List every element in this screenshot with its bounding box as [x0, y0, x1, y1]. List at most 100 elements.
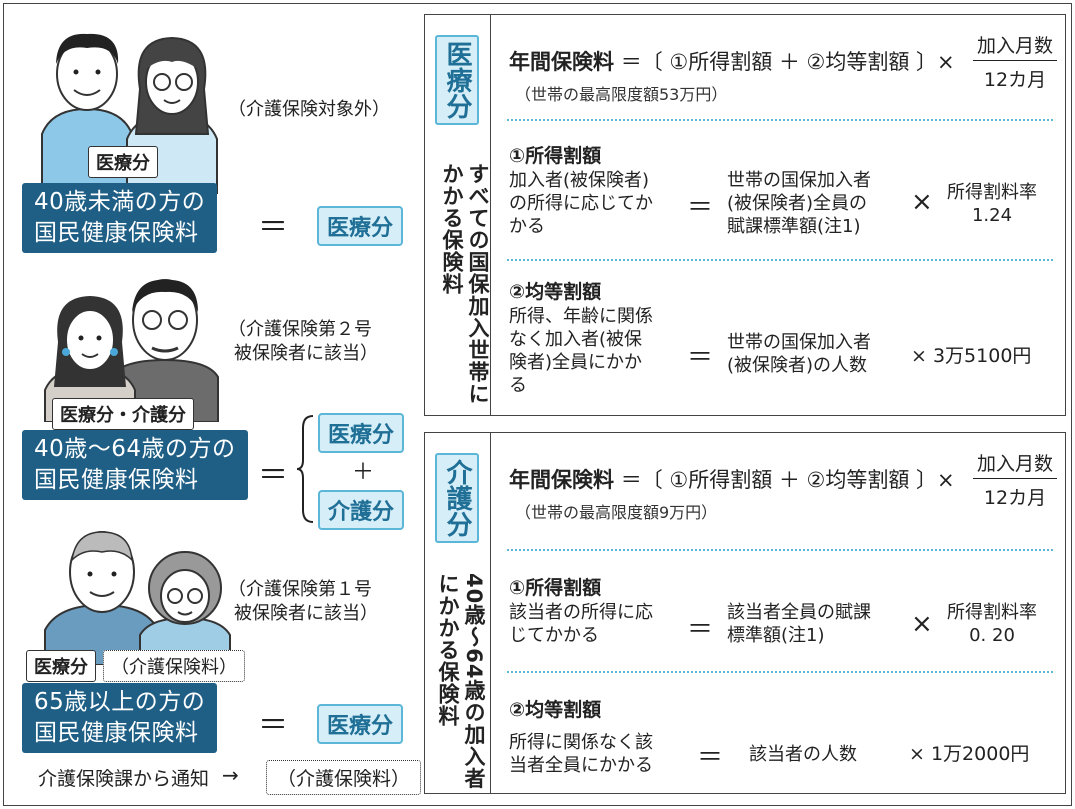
medical-s2-head: ②均等割額 — [509, 281, 602, 303]
medical-vertical-label: 医療分 — [435, 35, 479, 125]
plus-sign: ＋ — [352, 460, 375, 485]
from40to64-result-medical: 医療分 — [318, 413, 405, 453]
care-s1-desc: 該当者の所得に応 じてかかる — [509, 601, 653, 647]
over65-tag-care: （介護保険料） — [103, 650, 245, 682]
medical-s2-basis: 世帯の国保加入者 (被保険者)の人数 — [727, 331, 871, 377]
care-s2-head: ②均等割額 — [509, 699, 602, 721]
from40to64-note: （介護保険第２号 被保険者に該当） — [228, 318, 378, 366]
from40to64-note-line2: 被保険者に該当） — [234, 343, 378, 364]
from40to64-title-line1: 40歳〜64歳の方の — [34, 436, 236, 462]
care-s2-desc-line1: 所得に関係なく該 — [509, 732, 653, 753]
care-s1-basis-line2: 標準額(注1) — [727, 625, 825, 646]
care-s1-equals: ＝ — [687, 615, 714, 645]
notify-care-box: （介護保険料） — [266, 760, 422, 795]
care-divider-1 — [507, 549, 1053, 551]
young-couple-illustration — [41, 33, 218, 194]
medical-s2-desc-line3: 険者)全員にかか — [509, 352, 643, 373]
over65-tag-medical: 医療分 — [26, 650, 96, 682]
medical-s2-basis-line2: (被保険者)の人数 — [727, 355, 868, 376]
care-s1-desc-line1: 該当者の所得に応 — [509, 602, 653, 623]
over65-note: （介護保険第１号 被保険者に該当） — [228, 578, 378, 626]
from40to64-title: 40歳〜64歳の方の 国民健康保険料 — [22, 430, 248, 500]
notify-text: 介護保険課から通知 — [38, 768, 210, 790]
medical-s1-times: × — [911, 187, 933, 217]
medical-s1-desc: 加入者(被保険者) の所得に応じてか かる — [509, 169, 653, 238]
medical-panel-side — [425, 15, 491, 415]
over65-title-line1: 65歳以上の方の — [34, 689, 206, 715]
medical-s2-desc-line4: る — [509, 375, 527, 396]
care-s1-basis: 該当者全員の賦課 標準額(注1) — [727, 601, 871, 647]
medical-s1-equals: ＝ — [687, 193, 714, 223]
medical-s1-rate: 所得割料率 1.24 — [947, 181, 1037, 227]
under40-title-line1: 40歳未満の方の — [34, 189, 206, 215]
medical-frac-bottom: 12カ月 — [983, 69, 1047, 91]
medical-s2-equals: ＝ — [687, 343, 714, 373]
medical-panel: 医療分 すべての国保加入世帯にかかる保険料 年間保険料 ＝〔 ①所得割額 ＋ ②… — [424, 14, 1066, 416]
brace-icon — [296, 415, 314, 523]
medical-s1-desc-line2: の所得に応じてか — [509, 193, 653, 214]
care-s1-basis-line1: 該当者全員の賦課 — [727, 602, 871, 623]
medical-formula: 年間保険料 ＝〔 ①所得割額 ＋ ②均等割額 〕× — [509, 46, 955, 76]
over65-note-line2: 被保険者に該当） — [234, 603, 378, 624]
medical-s2-basis-line1: 世帯の国保加入者 — [727, 332, 871, 353]
care-formula-body: ＝〔 ①所得割額 ＋ ②均等割額 〕× — [620, 468, 955, 492]
under40-equals: ＝ — [258, 210, 288, 245]
over65-result: 医療分 — [317, 704, 404, 744]
care-limit: （世帯の最高限度額9万円） — [515, 503, 718, 522]
care-s1-head: ①所得割額 — [509, 577, 602, 599]
care-frac-bottom: 12カ月 — [983, 487, 1047, 509]
medical-s2-desc-line1: 所得、年齢に関係 — [509, 306, 653, 327]
care-label-text: 介護分 — [442, 459, 472, 537]
from40to64-title-line2: 国民健康保険料 — [34, 467, 199, 493]
outer-frame — [3, 3, 1072, 806]
medical-s1-rate-label: 所得割料率 — [947, 182, 1037, 203]
care-s2-desc-line2: 当者全員にかかる — [509, 755, 653, 776]
care-fraction: 加入月数 12カ月 — [973, 449, 1058, 510]
medical-divider-2 — [507, 259, 1053, 261]
from40to64-note-line1: （介護保険第２号 — [228, 319, 372, 340]
medical-s2-amount: × 3万5100円 — [911, 345, 1032, 367]
care-s1-rate: 所得割料率 0. 20 — [947, 601, 1037, 647]
care-panel: 介護分 40歳〜64歳の加入者にかかる保険料 年間保険料 ＝〔 ①所得割額 ＋ … — [424, 432, 1066, 794]
medical-s1-basis-line3: 賦課標準額(注1) — [727, 216, 861, 237]
medical-divider-1 — [507, 119, 1053, 121]
medical-frac-top: 加入月数 — [973, 31, 1058, 61]
over65-equals: ＝ — [258, 708, 288, 743]
over65-note-line1: （介護保険第１号 — [228, 579, 372, 600]
care-panel-side — [425, 433, 491, 793]
under40-result: 医療分 — [317, 206, 404, 246]
from40to64-result-care: 介護分 — [318, 490, 405, 530]
medical-s1-desc-line1: 加入者(被保険者) — [509, 170, 650, 191]
medical-s1-head: ①所得割額 — [509, 145, 602, 167]
care-s2-basis: 該当者の人数 — [749, 744, 857, 765]
care-s2-equals: ＝ — [697, 743, 724, 773]
arrow-right-icon: → — [222, 763, 239, 787]
medical-formula-main: 年間保険料 — [509, 50, 614, 74]
medical-vertical-text: すべての国保加入世帯にかかる保険料 — [440, 163, 490, 405]
medical-s1-basis-line1: 世帯の国保加入者 — [727, 170, 871, 191]
medical-formula-body: ＝〔 ①所得割額 ＋ ②均等割額 〕× — [620, 50, 955, 74]
senior-couple-illustration — [44, 531, 231, 665]
medical-s1-basis-line2: (被保険者)全員の — [727, 193, 868, 214]
over65-title: 65歳以上の方の 国民健康保険料 — [22, 683, 218, 753]
medical-s2-desc-line2: なく加入者(被保 — [509, 329, 643, 350]
under40-title-line2: 国民健康保険料 — [34, 220, 199, 246]
medical-s2-desc: 所得、年齢に関係 なく加入者(被保 険者)全員にかか る — [509, 305, 653, 397]
care-vertical-text: 40歳〜64歳の加入者にかかる保険料 — [436, 573, 486, 790]
medical-fraction: 加入月数 12カ月 — [973, 31, 1058, 92]
care-formula-main: 年間保険料 — [509, 468, 614, 492]
medical-label-text: 医療分 — [442, 41, 472, 119]
medical-s1-rate-value: 1.24 — [971, 205, 1013, 226]
care-s2-amount: × 1万2000円 — [909, 743, 1030, 765]
medical-limit: （世帯の最高限度額53万円） — [515, 85, 728, 104]
care-formula: 年間保険料 ＝〔 ①所得割額 ＋ ②均等割額 〕× — [509, 464, 955, 494]
under40-tag: 医療分 — [88, 146, 158, 178]
medical-s1-basis: 世帯の国保加入者 (被保険者)全員の 賦課標準額(注1) — [727, 169, 871, 238]
under40-note: （介護保険対象外） — [228, 99, 390, 120]
care-s1-times: × — [911, 609, 933, 639]
from40to64-equals: ＝ — [258, 458, 288, 493]
care-s2-desc: 所得に関係なく該 当者全員にかかる — [509, 731, 653, 777]
care-frac-top: 加入月数 — [973, 449, 1058, 479]
under40-title: 40歳未満の方の 国民健康保険料 — [22, 183, 218, 253]
medical-s1-desc-line3: かる — [509, 216, 545, 237]
